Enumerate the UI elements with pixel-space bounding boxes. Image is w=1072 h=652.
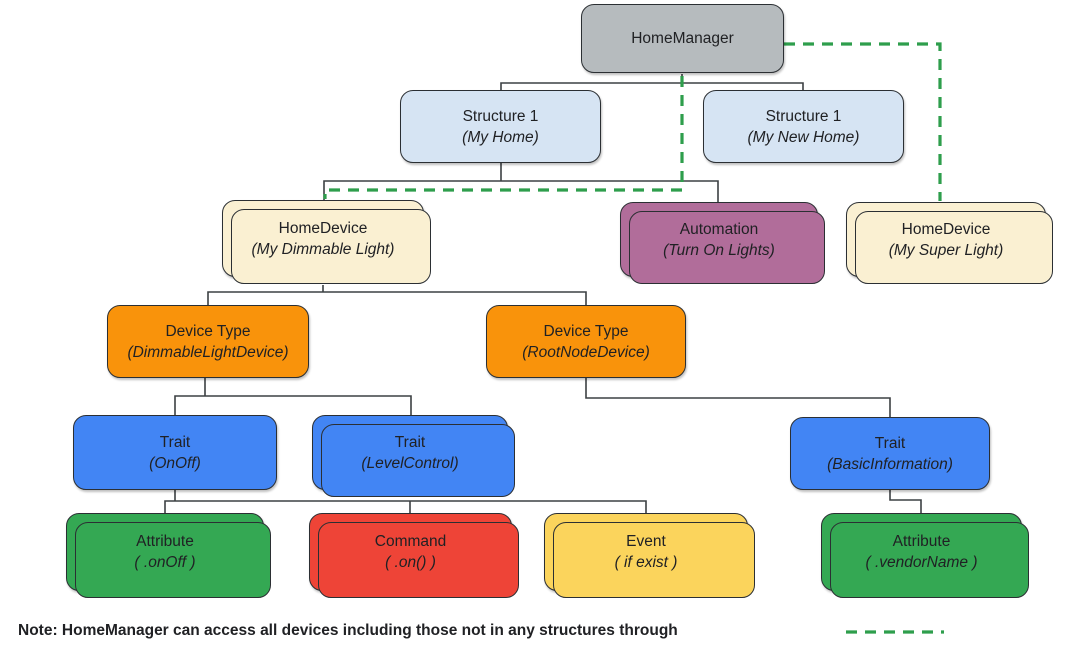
node-devicetype-dimmable: Device Type (DimmableLightDevice): [107, 305, 309, 378]
node-subtitle: ( .vendorName ): [865, 554, 978, 571]
node-devicetype-rootnode: Device Type (RootNodeDevice): [486, 305, 686, 378]
node-title: Structure 1: [765, 107, 842, 125]
node-subtitle: (My Super Light): [888, 241, 1004, 259]
node-structure-my-home: Structure 1 (My Home): [400, 90, 601, 163]
node-title: Trait: [874, 434, 906, 452]
node-title: Automation: [679, 220, 759, 238]
node-title: Trait: [159, 433, 191, 451]
node-subtitle: (RootNodeDevice): [522, 343, 650, 361]
node-title: Device Type: [165, 322, 251, 340]
node-home-manager: HomeManager: [581, 4, 784, 73]
node-title: HomeManager: [631, 30, 734, 47]
node-title: Device Type: [543, 322, 629, 340]
node-subtitle: (My Dimmable Light): [251, 240, 395, 258]
node-attribute-vendorname: Attribute ( .vendorName ): [821, 513, 1029, 598]
node-event-ifexist: Event ( if exist ): [544, 513, 755, 598]
node-subtitle: (OnOff): [149, 454, 201, 472]
node-subtitle: (Turn On Lights): [663, 241, 775, 259]
node-title: HomeDevice: [901, 220, 991, 238]
node-structure-my-new-home: Structure 1 (My New Home): [703, 90, 904, 163]
footnote-text: Note: HomeManager can access all devices…: [18, 622, 678, 639]
node-subtitle: (LevelControl): [361, 454, 459, 472]
node-title: HomeDevice: [278, 219, 368, 237]
node-automation: Automation (Turn On Lights): [620, 202, 825, 284]
node-trait-levelcontrol: Trait (LevelControl): [312, 415, 515, 497]
node-title: Command: [374, 533, 447, 550]
node-subtitle: (BasicInformation): [827, 455, 953, 473]
node-subtitle: (My Home): [462, 128, 539, 146]
node-title: Trait: [394, 433, 426, 451]
node-subtitle: ( if exist ): [614, 554, 678, 571]
node-homedevice-dimmable: HomeDevice (My Dimmable Light): [222, 200, 431, 284]
node-title: Attribute: [136, 533, 194, 550]
node-attribute-onoff: Attribute ( .onOff ): [66, 513, 271, 598]
node-title: Structure 1: [462, 107, 539, 125]
node-command-on: Command ( .on() ): [309, 513, 519, 598]
node-subtitle: (DimmableLightDevice): [127, 343, 289, 361]
node-trait-basicinformation: Trait (BasicInformation): [790, 417, 990, 490]
node-homedevice-super: HomeDevice (My Super Light): [846, 202, 1053, 284]
node-trait-onoff: Trait (OnOff): [73, 415, 277, 490]
node-title: Attribute: [892, 533, 951, 550]
node-subtitle: ( .onOff ): [134, 554, 196, 571]
node-subtitle: ( .on() ): [385, 554, 436, 571]
node-title: Event: [626, 533, 666, 550]
node-subtitle: (My New Home): [747, 128, 860, 146]
